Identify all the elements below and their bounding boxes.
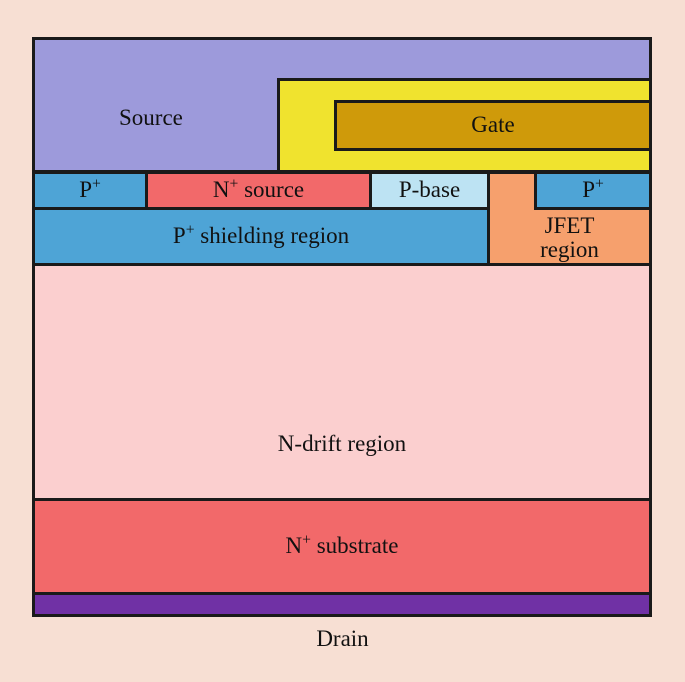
gate-region: Gate [334,100,652,151]
p-plus-shielding-label: P+ shielding region [172,221,350,249]
p-plus-right-region: P+ [534,171,652,210]
n-drift-region: N-drift region [32,263,652,501]
source-label: Source [119,105,183,130]
p-plus-shielding-region: P+ shielding region [32,207,490,266]
p-base-label: P-base [398,177,461,203]
jfet-label: JFET region [540,213,599,263]
gate-label: Gate [471,112,515,138]
n-plus-source-region: N+ source [145,171,372,210]
p-plus-right-label: P+ [582,175,604,203]
n-plus-substrate-region: N+ substrate [32,498,652,595]
n-plus-substrate-label: N+ substrate [285,531,399,559]
n-drift-label: N-drift region [277,430,407,456]
drain-metal-region [32,592,652,617]
n-plus-source-label: N+ source [212,175,305,203]
drain-label: Drain [316,626,369,651]
p-plus-left-label: P+ [79,175,101,203]
p-base-region: P-base [369,171,490,210]
p-plus-left-region: P+ [32,171,148,210]
